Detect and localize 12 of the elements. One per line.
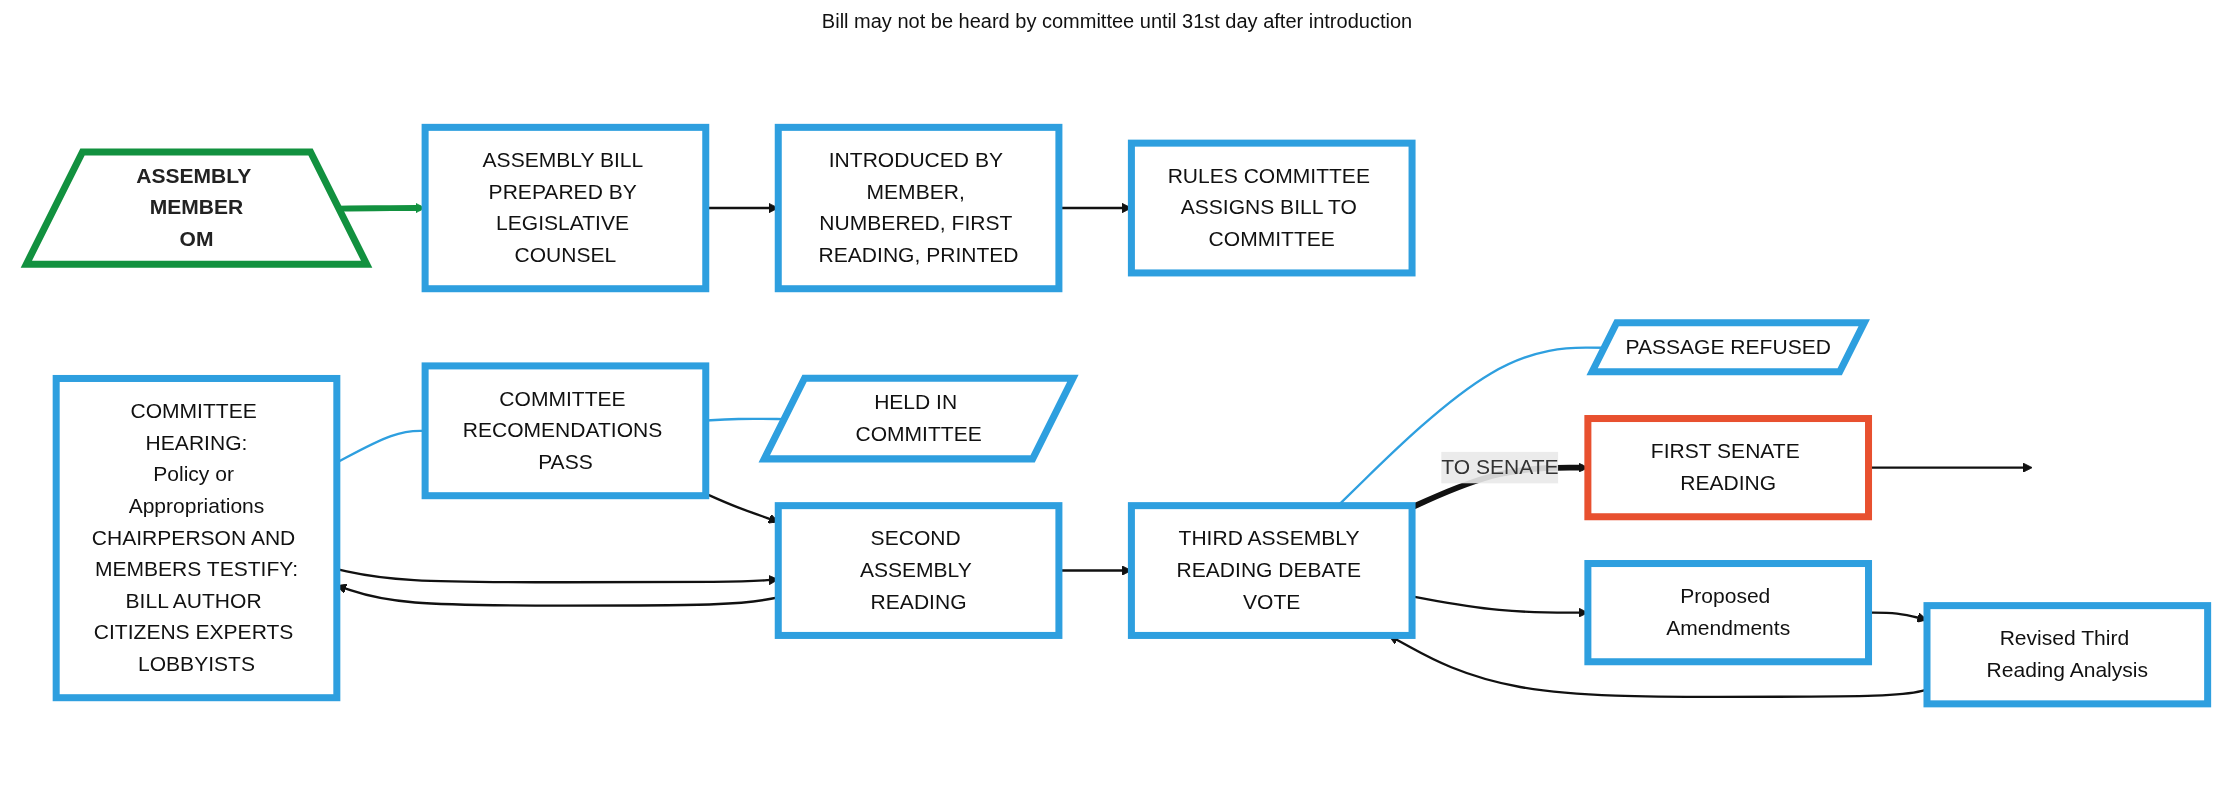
node-box: FIRST SENATE READING	[1584, 414, 1873, 521]
node-box: INTRODUCED BY MEMBER, NUMBERED, FIRST READING, PRINTED	[774, 123, 1063, 293]
node-box: SECOND ASSEMBLY READING	[774, 502, 1063, 639]
node-box: COMMITTEE RECOMENDATIONS PASS	[421, 362, 710, 500]
edge-label: TO SENATE	[1441, 455, 1559, 479]
node-box: COMMITTEE HEARING: Policy or Appropriations CHAIRPERSON AND MEMBERS TESTIFY: BILL AUTHOR CITIZENS EXPERTS LOBBYISTS	[52, 374, 341, 702]
node-box: THIRD ASSEMBLY READING DEBATE VOTE	[1127, 502, 1416, 639]
node-box: Proposed Amendments	[1584, 559, 1873, 666]
node-box: RULES COMMITTEE ASSIGNS BILL TO COMMITTEE	[1127, 139, 1416, 277]
node-box: ASSEMBLY BILL PREPARED BY LEGISLATIVE COUNSEL	[421, 123, 710, 293]
node-box: Revised Third Reading Analysis	[1923, 602, 2212, 708]
note-text: Bill may not be heard by committee until 31st day after introduction	[821, 10, 1413, 33]
